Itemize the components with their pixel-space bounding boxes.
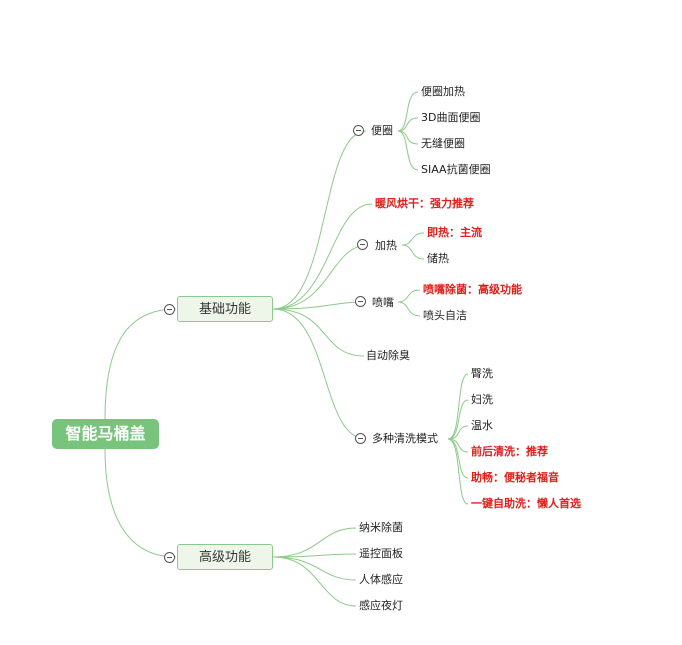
collapse-toggle-heating[interactable] [357, 239, 368, 250]
node-deodorize[interactable]: 自动除臭 [366, 349, 410, 362]
node-heating-child[interactable]: 即热：主流 [427, 226, 482, 239]
node-seat-child[interactable]: 无缝便圈 [421, 137, 465, 150]
node-heating[interactable]: 加热 [375, 239, 397, 252]
node-wash-child[interactable]: 前后清洗：推荐 [471, 445, 548, 458]
node-seat-child[interactable]: SIAA抗菌便圈 [421, 163, 491, 176]
node-advanced-child[interactable]: 人体感应 [359, 573, 403, 586]
node-seat-child[interactable]: 便圈加热 [421, 85, 465, 98]
branch-node-advanced[interactable]: 高级功能 [177, 544, 273, 570]
collapse-toggle-basic[interactable] [164, 304, 175, 315]
node-seat[interactable]: 便圈 [371, 124, 393, 137]
root-node[interactable]: 智能马桶盖 [52, 419, 159, 449]
node-nozzle-child[interactable]: 喷头自洁 [423, 309, 467, 322]
node-wash-modes[interactable]: 多种清洗模式 [372, 432, 438, 445]
collapse-toggle-wash[interactable] [355, 433, 366, 444]
collapse-toggle-advanced[interactable] [164, 552, 175, 563]
node-nozzle-child[interactable]: 喷嘴除菌：高级功能 [423, 283, 522, 296]
node-heating-child[interactable]: 储热 [427, 252, 449, 265]
node-advanced-child[interactable]: 感应夜灯 [359, 599, 403, 612]
node-wash-child[interactable]: 一键自助洗：懒人首选 [471, 497, 581, 510]
node-wash-child[interactable]: 妇洗 [471, 393, 493, 406]
branch-node-basic[interactable]: 基础功能 [177, 296, 273, 322]
node-wash-child[interactable]: 臀洗 [471, 367, 493, 380]
node-wash-child[interactable]: 助畅：便秘者福音 [471, 471, 559, 484]
node-nozzle[interactable]: 喷嘴 [372, 296, 394, 309]
collapse-toggle-seat[interactable] [353, 125, 364, 136]
collapse-toggle-nozzle[interactable] [355, 296, 366, 307]
node-dryer[interactable]: 暖风烘干：强力推荐 [375, 197, 474, 210]
node-wash-child[interactable]: 温水 [471, 419, 493, 432]
node-advanced-child[interactable]: 遥控面板 [359, 547, 403, 560]
node-advanced-child[interactable]: 纳米除菌 [359, 521, 403, 534]
node-seat-child[interactable]: 3D曲面便圈 [421, 111, 481, 124]
